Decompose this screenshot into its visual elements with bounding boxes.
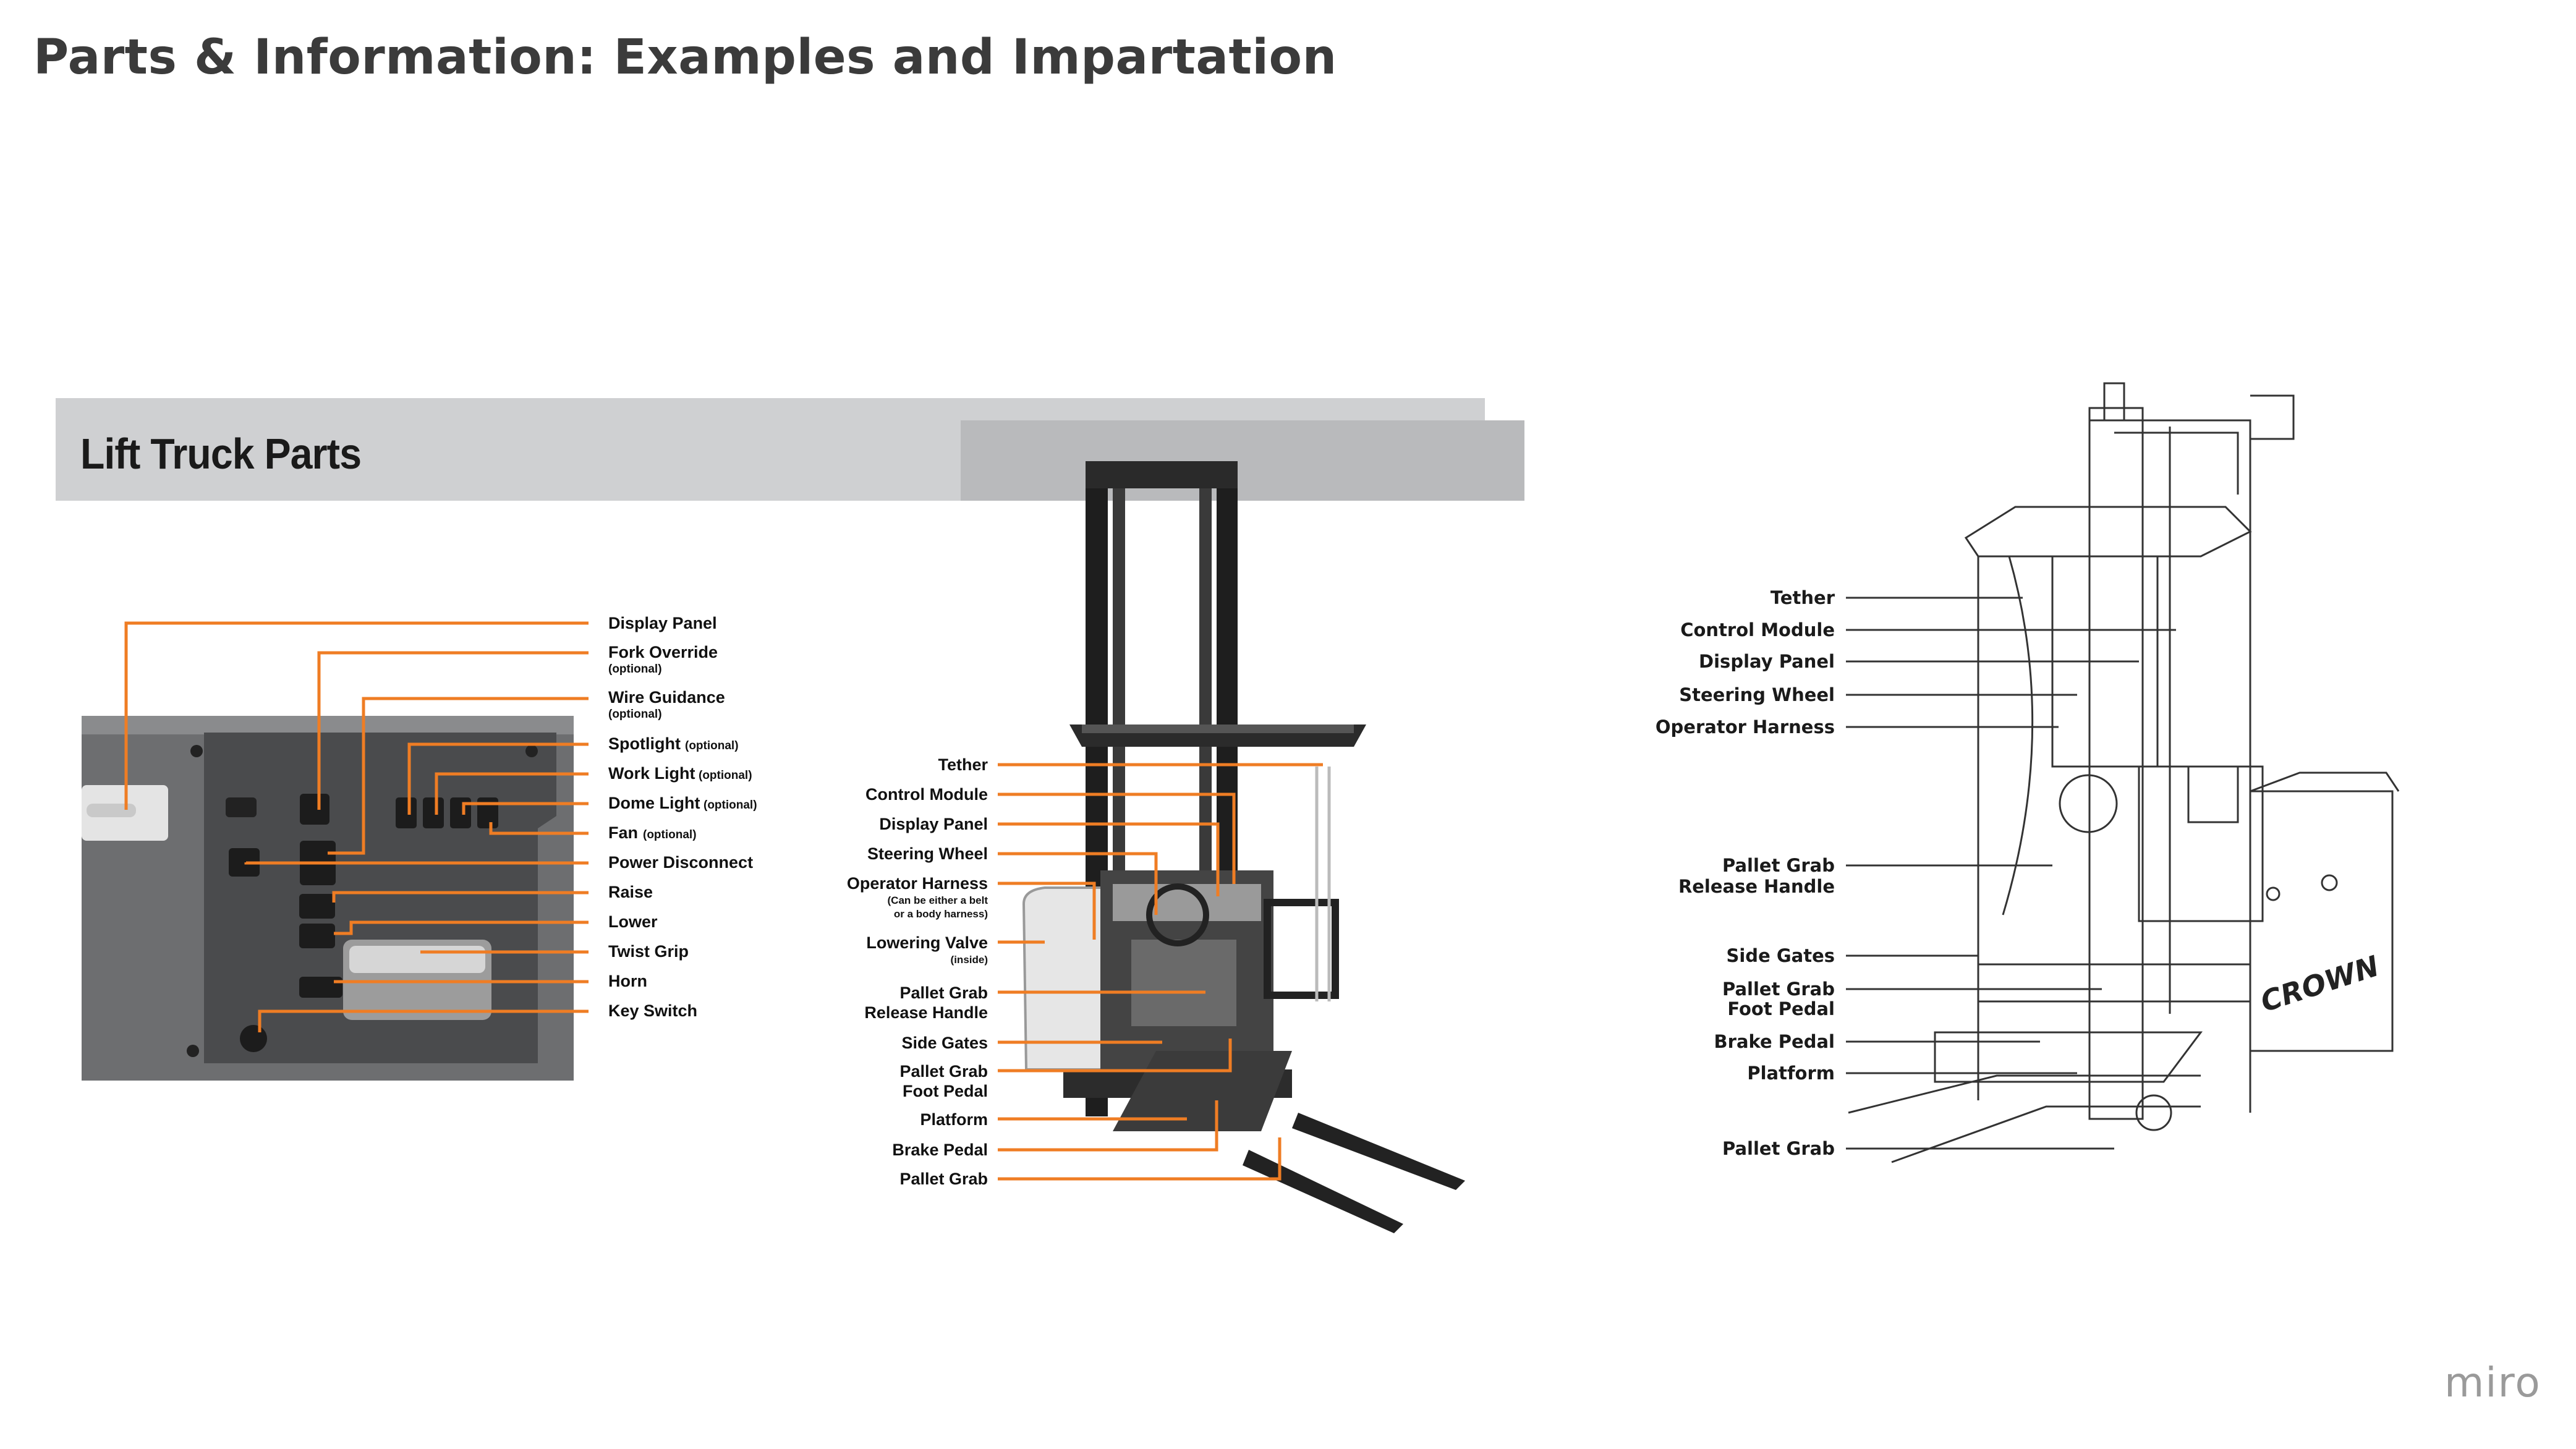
truck-label: Side Gates [901, 1034, 988, 1052]
control-label: Lower [608, 912, 658, 931]
sketch-label: Tether [1770, 587, 1835, 608]
truck-label: Operator Harness [847, 874, 988, 893]
control-label: Power Disconnect [608, 853, 753, 872]
truck-label: Pallet Grab [899, 1062, 988, 1081]
sketch-label: Platform [1747, 1063, 1835, 1084]
banner-shade [961, 420, 1524, 501]
truck-label: Display Panel [879, 815, 988, 833]
sketch-label: Release Handle [1678, 876, 1835, 897]
control-leaders [124, 621, 589, 1032]
sketch-labels: Tether Control Module Display Panel Stee… [1656, 587, 1835, 1159]
panel-title: Lift Truck Parts [80, 430, 362, 478]
control-label: Key Switch [608, 1001, 697, 1020]
sketch-label: Operator Harness [1656, 716, 1835, 737]
truck-label: Pallet Grab [899, 984, 988, 1002]
sketch-label: Foot Pedal [1727, 998, 1835, 1019]
sketch-label: Steering Wheel [1679, 684, 1835, 705]
brand-logo: CROWN [2256, 949, 2383, 1018]
control-label-note: (optional) [704, 799, 757, 812]
lift-truck-sketch: CROWN [1848, 382, 2400, 1163]
truck-label: Brake Pedal [892, 1141, 988, 1159]
sketch-label: Display Panel [1699, 651, 1835, 672]
page-title: Parts & Information: Examples and Impart… [33, 30, 1337, 85]
sketch-leaders [1846, 597, 2176, 1150]
truck-label-note: (inside) [951, 954, 988, 966]
control-label-note: (optional) [608, 663, 662, 676]
sketch-label: Pallet Grab [1722, 979, 1835, 1000]
control-label: Work Light [608, 764, 695, 783]
truck-labels: Tether Control Module Display Panel Stee… [847, 755, 988, 1188]
control-label: Raise [608, 883, 653, 901]
sketch-label: Control Module [1680, 619, 1835, 640]
truck-label: Pallet Grab [899, 1170, 988, 1188]
control-label: Twist Grip [608, 942, 689, 961]
sketch-label: Pallet Grab [1722, 855, 1835, 876]
control-label: Display Panel [608, 614, 717, 632]
truck-label: Foot Pedal [903, 1082, 988, 1100]
panel-banner: Lift Truck Parts [56, 398, 1524, 501]
control-label-note: (optional) [685, 739, 739, 752]
control-label-note: (optional) [643, 828, 697, 841]
truck-label: Release Handle [864, 1003, 988, 1022]
control-panel-photo [82, 716, 574, 1081]
control-label: Dome Light [608, 794, 700, 812]
control-label: Fork Override [608, 643, 718, 661]
control-label-note: (optional) [608, 708, 662, 721]
truck-label: Steering Wheel [867, 844, 988, 863]
miro-watermark: miro [2444, 1359, 2541, 1406]
truck-label: Control Module [865, 785, 988, 804]
truck-label: Tether [938, 755, 988, 774]
sketch-label: Brake Pedal [1714, 1031, 1835, 1052]
sketch-label: Pallet Grab [1722, 1138, 1835, 1159]
control-label-note: (optional) [699, 769, 752, 782]
control-label: Spotlight [608, 734, 681, 753]
control-labels: Display Panel Fork Override (optional) W… [608, 614, 757, 1020]
control-label: Fan [608, 823, 638, 842]
truck-label-note: or a body harness) [894, 908, 988, 920]
truck-label: Platform [920, 1110, 988, 1129]
truck-label: Lowering Valve [866, 933, 988, 952]
truck-leaders [998, 763, 1323, 1181]
sketch-label: Side Gates [1726, 945, 1835, 966]
control-label: Wire Guidance [608, 688, 725, 707]
truck-label-note: (Can be either a belt [888, 894, 988, 906]
control-label: Horn [608, 972, 647, 990]
